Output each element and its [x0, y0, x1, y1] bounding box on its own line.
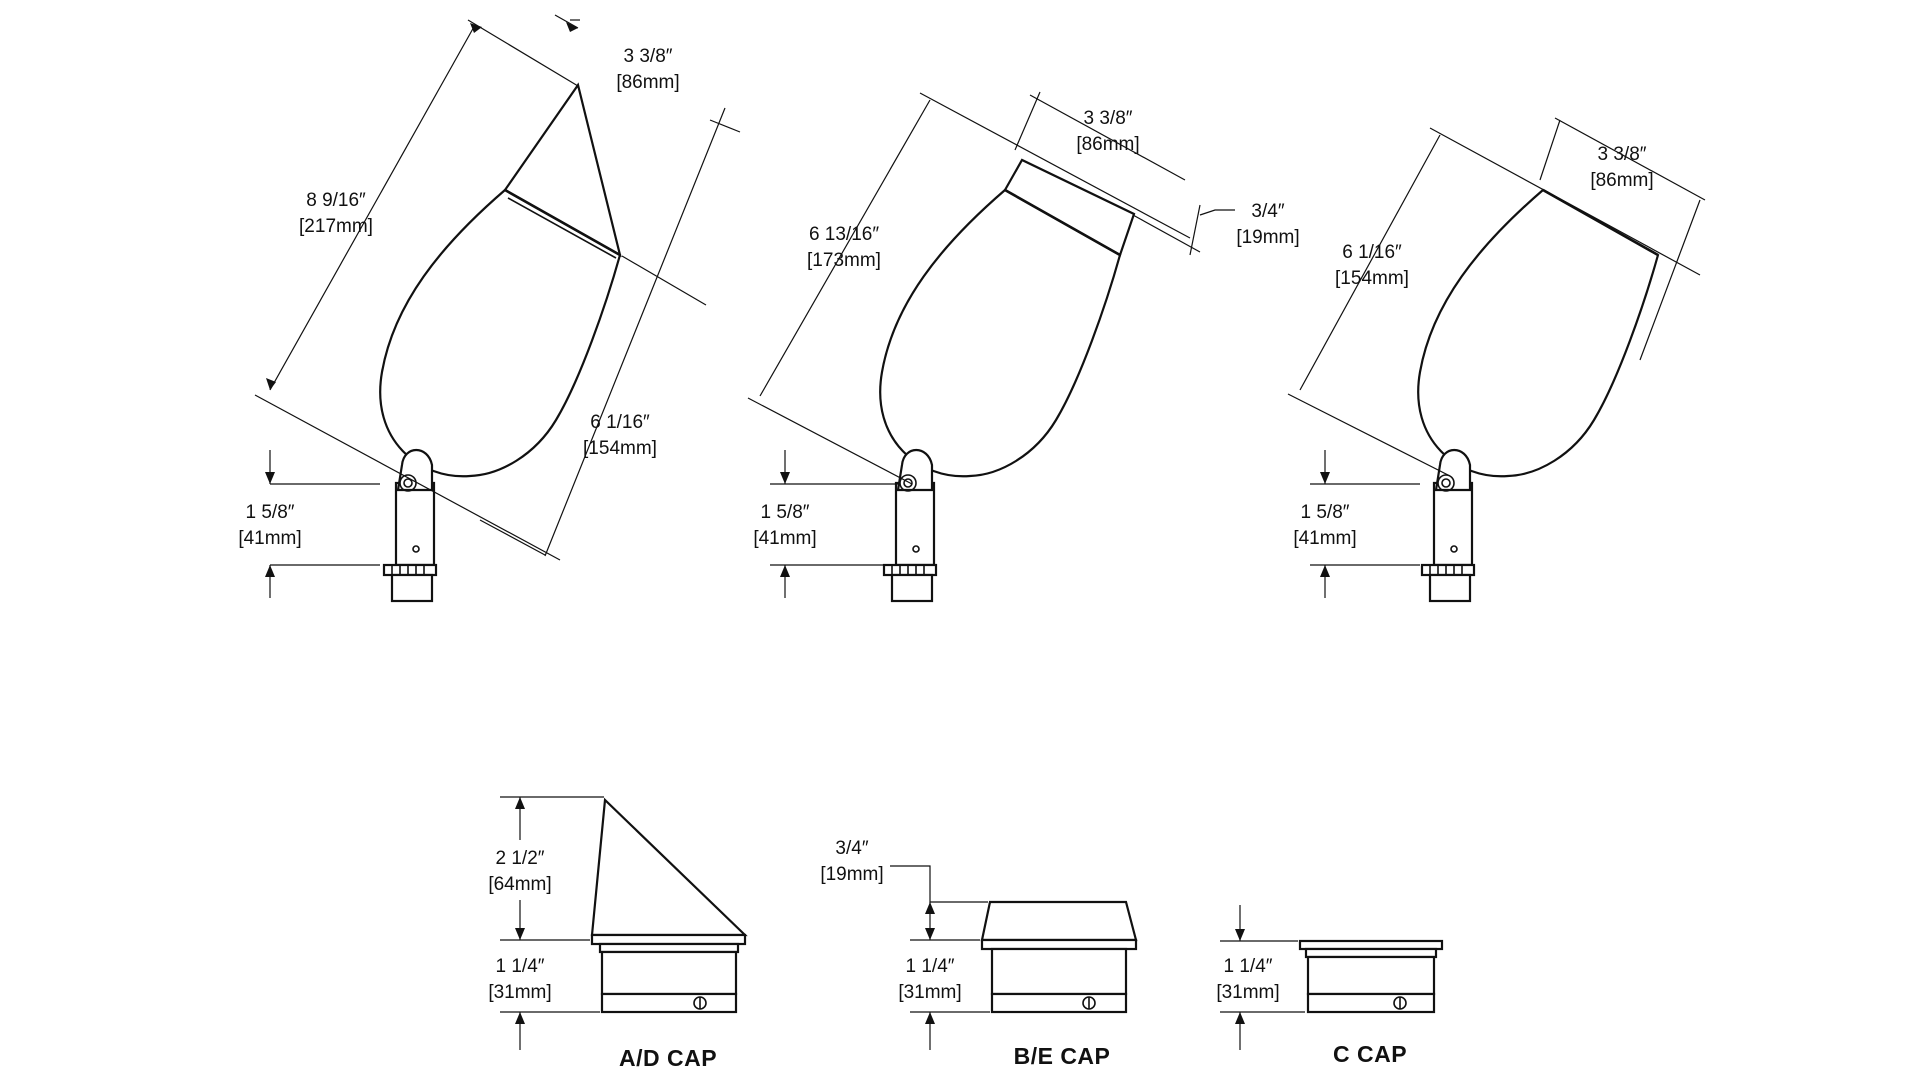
c-cap-title: C CAP [1333, 1041, 1407, 1067]
fixture-b-cap-height-mm: [19mm] [1236, 227, 1299, 248]
fixture-b-knuckle-mm: [41mm] [753, 528, 816, 549]
c-cap-dimensions [1220, 905, 1305, 1050]
fixture-b-knuckle-label: 1 5/8″ [761, 502, 810, 523]
fixture-a-dimensions [254, 14, 741, 598]
be-cap-dimensions [890, 865, 990, 1050]
be-cap-height-mm: [19mm] [820, 864, 883, 885]
c-cap-base-height-mm: [31mm] [1216, 982, 1279, 1003]
c-cap-base-height-label: 1 1/4″ [1224, 956, 1273, 977]
fixture-b-drawing [879, 158, 1136, 603]
fixture-b-dimensions [747, 91, 1235, 598]
fixture-c-dimensions [1287, 117, 1706, 598]
fixture-a-overall-height-mm: [217mm] [299, 216, 373, 237]
fixture-a-width-mm: [86mm] [616, 72, 679, 93]
fixture-a-knuckle-mm: [41mm] [238, 528, 301, 549]
ad-cap-title: A/D CAP [619, 1045, 717, 1071]
be-cap-title: B/E CAP [1014, 1043, 1111, 1069]
fixture-c-width-mm: [86mm] [1590, 170, 1653, 191]
fixture-c-knuckle-mm: [41mm] [1293, 528, 1356, 549]
ad-cap-height-mm: [64mm] [488, 874, 551, 895]
fixture-b-width-label: 3 3/8″ [1084, 108, 1133, 129]
fixture-c-drawing [1417, 188, 1660, 603]
ad-cap-height-label: 2 1/2″ [496, 848, 545, 869]
fixture-b-overall-height-mm: [173mm] [807, 250, 881, 271]
be-cap-drawing [980, 900, 1138, 1014]
fixture-a-overall-height-label: 8 9/16″ [306, 190, 366, 211]
be-cap-base-height-mm: [31mm] [898, 982, 961, 1003]
fixture-a-body-length-label: 6 1/16″ [590, 412, 650, 433]
fixture-a-body-length-mm: [154mm] [583, 438, 657, 459]
fixture-c-knuckle-label: 1 5/8″ [1301, 502, 1350, 523]
ad-cap-dimensions [500, 796, 604, 1050]
c-cap-drawing [1298, 939, 1444, 1014]
fixture-a-width-label: 3 3/8″ [624, 46, 673, 67]
fixture-c-overall-height-label: 6 1/16″ [1342, 242, 1402, 263]
ad-cap-base-height-mm: [31mm] [488, 982, 551, 1003]
fixture-b-overall-height-label: 6 13/16″ [809, 224, 879, 245]
fixture-c-overall-height-mm: [154mm] [1335, 268, 1409, 289]
fixture-a-drawing [379, 82, 622, 603]
fixture-c-width-label: 3 3/8″ [1598, 144, 1647, 165]
be-cap-height-label: 3/4″ [835, 838, 868, 859]
fixture-b-cap-height-label: 3/4″ [1251, 201, 1284, 222]
be-cap-base-height-label: 1 1/4″ [906, 956, 955, 977]
ad-cap-drawing [590, 797, 748, 1014]
fixture-b-width-mm: [86mm] [1076, 134, 1139, 155]
fixture-a-knuckle-label: 1 5/8″ [246, 502, 295, 523]
ad-cap-base-height-label: 1 1/4″ [496, 956, 545, 977]
